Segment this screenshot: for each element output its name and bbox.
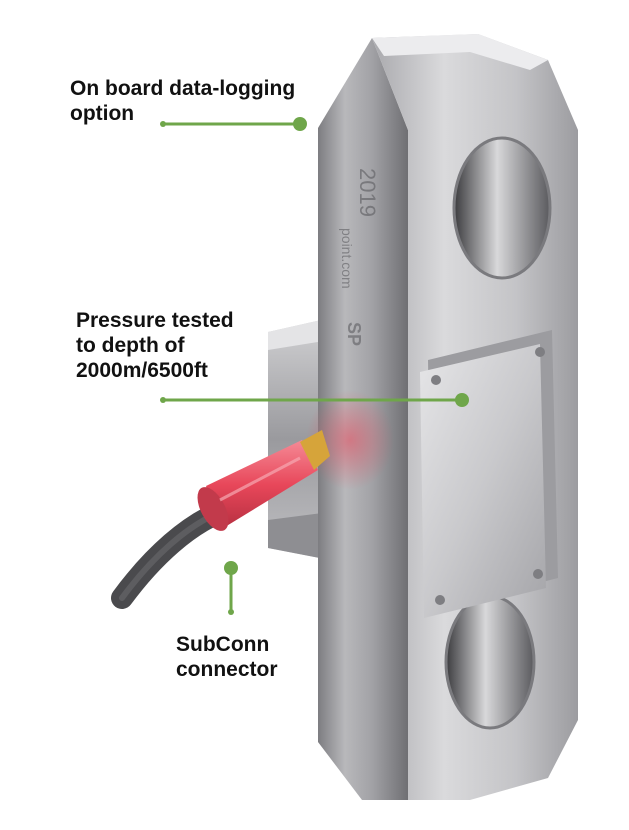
callout-label-pressure: Pressure tested to depth of 2000m/6500ft (76, 308, 234, 383)
plate-screw-top-right (535, 347, 545, 357)
callout-line-1: On board data-logging (70, 77, 296, 100)
pressure-plate (420, 330, 558, 618)
connector-glow (306, 390, 394, 490)
callout-line-2: to depth of (76, 334, 185, 357)
rear-housing-block (268, 318, 330, 560)
plate-screw-top-left (431, 375, 441, 385)
callout-line-3: 2000m/6500ft (76, 359, 208, 382)
engraved-text: 2019 point.com SP (339, 168, 380, 346)
callout-line-subconn (224, 561, 238, 615)
callout-line-1: SubConn (176, 633, 270, 656)
bottom-eye-hole (444, 594, 536, 730)
callout-line-pressure (160, 393, 469, 407)
callout-line-data-logging (160, 117, 307, 131)
callout-line-2: connector (176, 658, 278, 681)
callout-line-1: Pressure tested (76, 309, 234, 332)
subconn-connector (197, 430, 330, 531)
callout-label-data-logging: On board data-logging option (70, 76, 295, 126)
callout-line-2: option (70, 102, 135, 125)
engraving-logo: SP (344, 322, 364, 346)
plate-screw-bottom-right (533, 569, 543, 579)
plate-screw-bottom-left (435, 595, 445, 605)
top-eye-hole (452, 136, 552, 280)
callout-label-subconn: SubConn connector (176, 632, 278, 682)
engraving-year: 2019 (355, 168, 380, 217)
engraving-website: point.com (339, 228, 355, 289)
